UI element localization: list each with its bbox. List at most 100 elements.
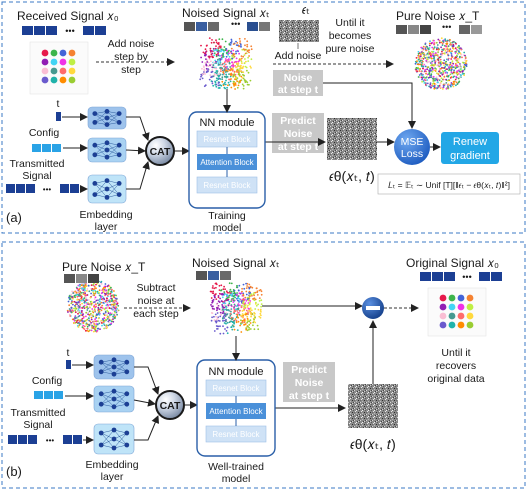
scatter-point — [246, 81, 249, 84]
scatter-point — [233, 303, 236, 306]
scatter-point — [229, 288, 232, 291]
constellation-point — [466, 321, 474, 329]
scatter-point — [95, 323, 98, 325]
scatter-point — [72, 292, 75, 294]
scatter-point — [205, 45, 208, 47]
scatter-point — [235, 57, 238, 60]
scatter-point — [426, 73, 429, 76]
scatter-point — [217, 52, 219, 55]
scatter-point — [453, 69, 455, 72]
scatter-point — [452, 44, 455, 47]
scatter-point — [205, 58, 207, 60]
scatter-point — [236, 299, 239, 302]
scatter-point — [95, 299, 98, 302]
scatter-point — [216, 307, 219, 310]
scatter-point — [451, 66, 453, 68]
scatter-point — [435, 68, 437, 70]
scatter-point — [225, 322, 227, 325]
scatter-point — [210, 71, 213, 74]
noise-at-step-line1: Noise — [284, 72, 313, 84]
scatter-point — [93, 294, 96, 296]
scatter-point — [224, 320, 227, 323]
scatter-point — [447, 75, 449, 78]
scatter-point — [224, 328, 226, 330]
scatter-point — [98, 310, 101, 313]
scatter-point — [250, 309, 253, 312]
scatter-point — [417, 76, 420, 78]
embedding-net — [87, 106, 127, 130]
scatter-point — [86, 325, 89, 328]
scatter-point — [431, 46, 434, 49]
config-vector-a — [32, 144, 61, 152]
scatter-point — [69, 315, 72, 317]
scatter-point — [254, 308, 257, 310]
scatter-point — [249, 319, 252, 321]
scatter-point — [108, 285, 111, 288]
scatter-point — [229, 41, 232, 44]
scatter-point — [210, 312, 213, 314]
scatter-point — [109, 312, 112, 315]
scatter-point — [239, 43, 242, 46]
scatter-point — [87, 313, 89, 316]
cat-label-a: CAT — [150, 146, 171, 158]
scatter-point — [453, 80, 456, 83]
scatter-point — [210, 60, 212, 63]
scatter-point — [214, 83, 217, 86]
scatter-point — [245, 309, 248, 312]
scatter-point — [444, 49, 447, 52]
scatter-point — [459, 74, 462, 76]
scatter-point — [440, 54, 443, 57]
scatter-point — [216, 79, 218, 82]
scatter-point — [425, 54, 427, 57]
scatter-point — [206, 61, 209, 63]
scatter-point — [449, 61, 452, 64]
scatter-point — [96, 290, 99, 293]
scatter-point — [246, 321, 249, 324]
scatter-point — [213, 319, 216, 322]
embedding-label-b-line1: Embedding — [85, 459, 138, 471]
scatter-point — [90, 318, 93, 321]
scatter-point — [114, 311, 116, 314]
scatter-point — [205, 64, 208, 67]
scatter-point — [222, 306, 225, 309]
scatter-point — [260, 290, 263, 293]
scatter-point — [215, 298, 218, 300]
scatter-point — [447, 83, 450, 86]
scatter-point — [228, 73, 230, 75]
scatter-point — [431, 57, 433, 60]
scatter-point — [92, 327, 95, 329]
scatter-point — [464, 57, 467, 60]
scatter-point — [449, 73, 452, 76]
scatter-point — [445, 78, 447, 81]
scatter-point — [223, 304, 226, 306]
scatter-point — [230, 47, 233, 50]
scatter-point — [200, 44, 202, 47]
scatter-point — [435, 48, 438, 51]
scatter-point — [246, 45, 249, 48]
scatter-point — [236, 68, 239, 71]
loss-formula: 𝐿ₜ = 𝔼ₜ ∼ Unif [T][‖𝜖ₜ − 𝜖θ(𝑥ₜ, 𝑡)‖²] — [388, 180, 510, 190]
scatter-point — [421, 77, 424, 80]
noised-signal-vector-b — [196, 271, 286, 281]
scatter-point — [437, 48, 440, 51]
scatter-point — [238, 37, 241, 40]
scatter-point — [103, 285, 106, 288]
scatter-point — [228, 49, 230, 52]
scatter-point — [456, 57, 459, 60]
scatter-point — [455, 81, 458, 84]
scatter-point — [430, 64, 432, 67]
scatter-point — [79, 304, 82, 306]
scatter-point — [210, 319, 213, 322]
scatter-point — [113, 317, 116, 319]
scatter-point — [91, 326, 94, 328]
scatter-point — [237, 297, 239, 299]
scatter-point — [77, 301, 80, 304]
scatter-point — [225, 305, 227, 308]
scatter-point — [247, 299, 250, 302]
scatter-point — [246, 306, 249, 308]
scatter-point — [228, 291, 230, 294]
attention-block-a — [197, 154, 257, 170]
scatter-point — [434, 70, 437, 72]
scatter-point — [241, 287, 244, 290]
predict-noise-a-line3: at step t — [278, 141, 319, 153]
